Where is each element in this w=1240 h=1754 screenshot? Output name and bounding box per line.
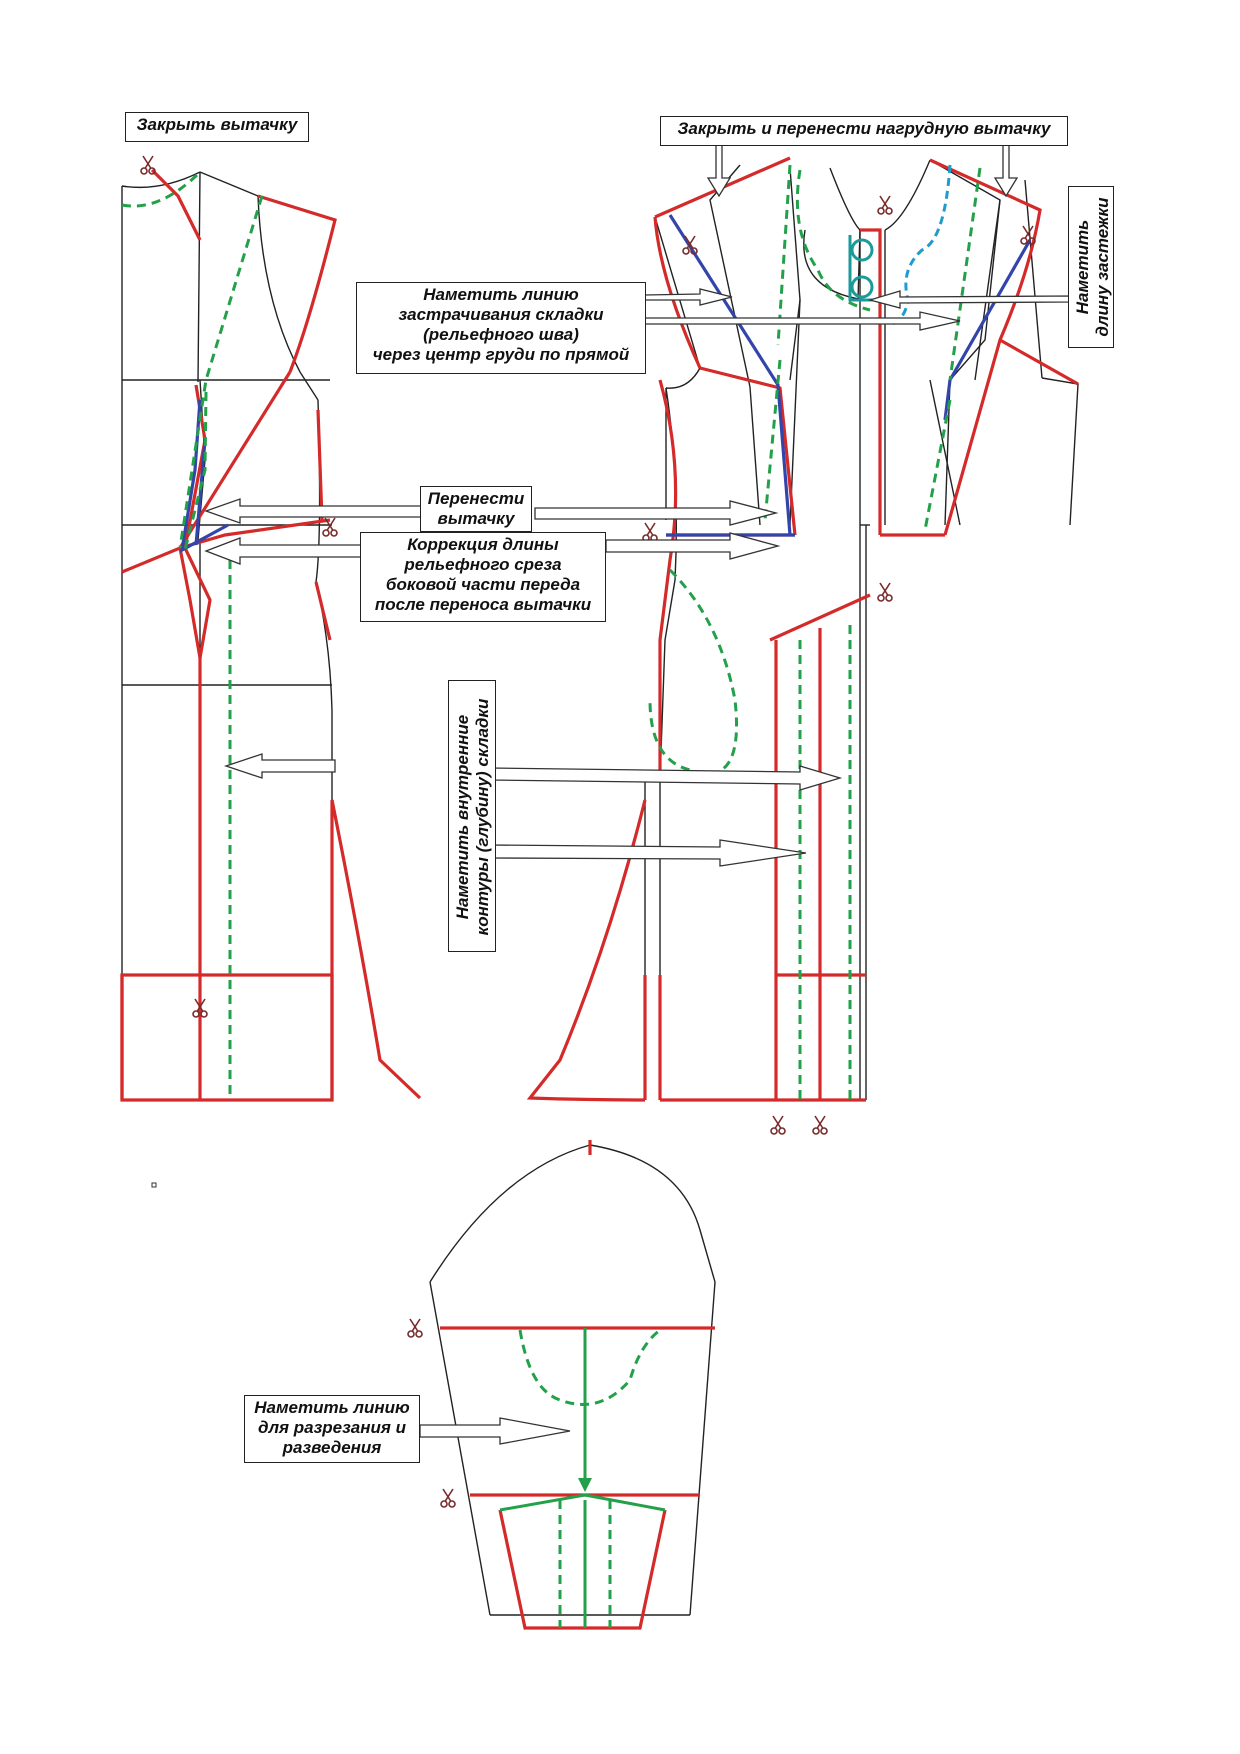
- button-circle-icon: [850, 275, 874, 299]
- label-line: Наметить линию: [254, 1398, 410, 1417]
- label-line: разведения: [282, 1438, 382, 1457]
- button-circle-icon: [850, 238, 874, 262]
- label-line: Наметить: [1073, 219, 1092, 315]
- label-line: боковой части переда: [385, 575, 581, 594]
- scissors-icon: [642, 522, 658, 542]
- marker-square: [151, 1182, 157, 1188]
- label-line: после переноса вытачки: [374, 595, 592, 614]
- label-close-transfer-bust-dart: Закрыть и перенести нагрудную вытачку: [660, 116, 1068, 146]
- arrow-icon: [204, 119, 1071, 1445]
- label-mark-stitch-line: Наметить линию застрачивания складки (ре…: [356, 282, 646, 374]
- scissors-icon: [812, 1115, 828, 1135]
- flare-panel: [526, 780, 647, 1102]
- scissors-icon: [877, 195, 893, 215]
- label-line: контуры (глубину) складки: [473, 698, 492, 936]
- label-line: Коррекция длины: [407, 535, 559, 554]
- label-mark-fastener-length: Наметить длину застежки: [1068, 186, 1114, 348]
- scissors-icon: [877, 582, 893, 602]
- right-front-piece: [642, 156, 1079, 1135]
- label-line: вытачку: [437, 509, 515, 528]
- label-line: рельефного среза: [404, 555, 562, 574]
- label-line: длину застежки: [1093, 197, 1112, 337]
- scissors-icon: [770, 1115, 786, 1135]
- left-bodice-piece: [120, 155, 422, 1102]
- label-line: Наметить внутренние: [453, 714, 472, 920]
- label-close-dart: Закрыть вытачку: [125, 112, 309, 142]
- label-line: Перенести: [427, 489, 525, 508]
- sleeve-piece: [407, 1140, 716, 1630]
- label-transfer-dart: Перенести вытачку: [420, 486, 532, 532]
- scissors-icon: [407, 1318, 423, 1338]
- label-line: застрачивания складки: [398, 305, 604, 324]
- scissors-icon: [440, 1488, 456, 1508]
- label-line: для разрезания и: [257, 1418, 407, 1437]
- label-mark-cut-spread-line: Наметить линию для разрезания и разведен…: [244, 1395, 420, 1463]
- label-line: Наметить линию: [423, 285, 579, 304]
- label-correct-relief-length: Коррекция длины рельефного среза боковой…: [360, 532, 606, 622]
- label-text: Закрыть и перенести нагрудную вытачку: [677, 119, 1051, 138]
- label-text: Закрыть вытачку: [136, 115, 298, 134]
- label-line: (рельефного шва): [423, 325, 579, 344]
- label-mark-inner-fold-contours: Наметить внутренние контуры (глубину) ск…: [448, 680, 496, 952]
- label-line: через центр груди по прямой: [372, 345, 630, 364]
